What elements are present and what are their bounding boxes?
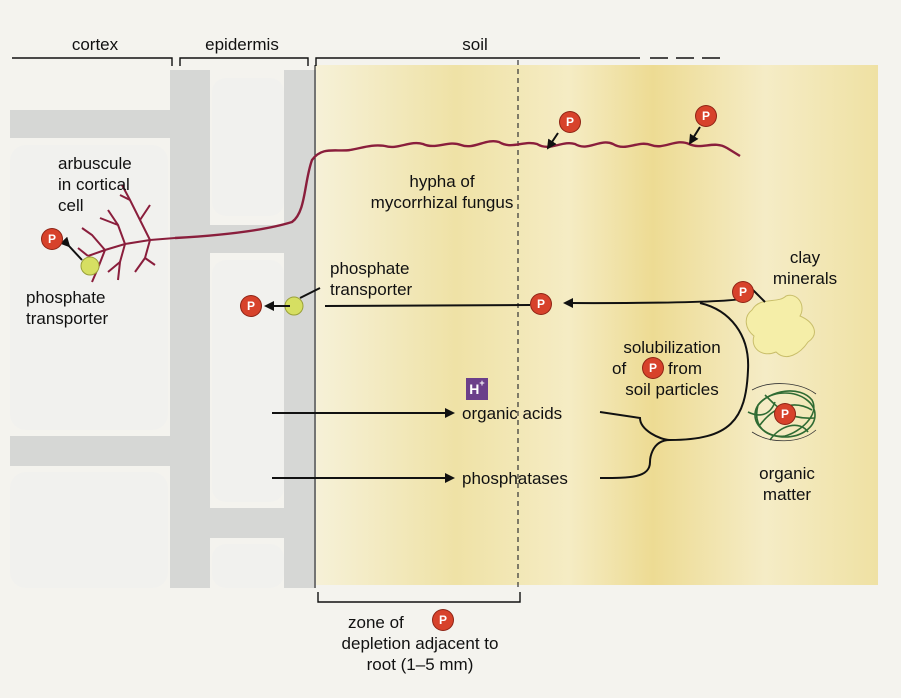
clay-particle-icon bbox=[745, 294, 815, 357]
clay-minerals-label: clay minerals bbox=[772, 248, 838, 288]
organic-acids-label: organic acids bbox=[462, 404, 563, 423]
phosphatases-label: phosphatases bbox=[462, 469, 568, 488]
hypha bbox=[174, 139, 741, 240]
phosphate-icon: P bbox=[433, 610, 453, 630]
phosphate-icon: P bbox=[643, 358, 663, 378]
phosphate-icon: P bbox=[42, 229, 62, 249]
depletion-zone-label: zone of depletion adjacent to root (1–5 … bbox=[341, 613, 499, 674]
phosphate-icon: P bbox=[241, 296, 261, 316]
arbuscule-label: arbuscule in cortical cell bbox=[58, 154, 132, 215]
phosphate-icon: P bbox=[733, 282, 753, 302]
region-label-soil: soil bbox=[462, 35, 488, 54]
root-tissue bbox=[10, 70, 316, 588]
proton-icon: H+ bbox=[466, 378, 488, 400]
arrows bbox=[59, 126, 766, 483]
organic-matter-label: organic matter bbox=[759, 464, 815, 504]
region-label-cortex: cortex bbox=[71, 35, 119, 54]
region-label-epidermis: epidermis bbox=[205, 35, 279, 54]
transporter-icon bbox=[80, 256, 100, 276]
phosphate-transporter-label-mid: phosphate transporter bbox=[330, 259, 413, 299]
hypha-label: hypha of mycorrhizal fungus bbox=[370, 172, 514, 212]
phosphate-icon: P bbox=[531, 294, 551, 314]
region-brackets bbox=[12, 57, 720, 603]
phosphate-icon: P bbox=[696, 106, 716, 126]
phosphate-transporter-label-left: phosphate transporter bbox=[26, 288, 109, 328]
arbuscule bbox=[77, 184, 176, 283]
phosphate-icon: P bbox=[560, 112, 580, 132]
solubilization-label: solubilization of from soil particles bbox=[612, 338, 721, 399]
phosphate-icon: P bbox=[775, 404, 795, 424]
